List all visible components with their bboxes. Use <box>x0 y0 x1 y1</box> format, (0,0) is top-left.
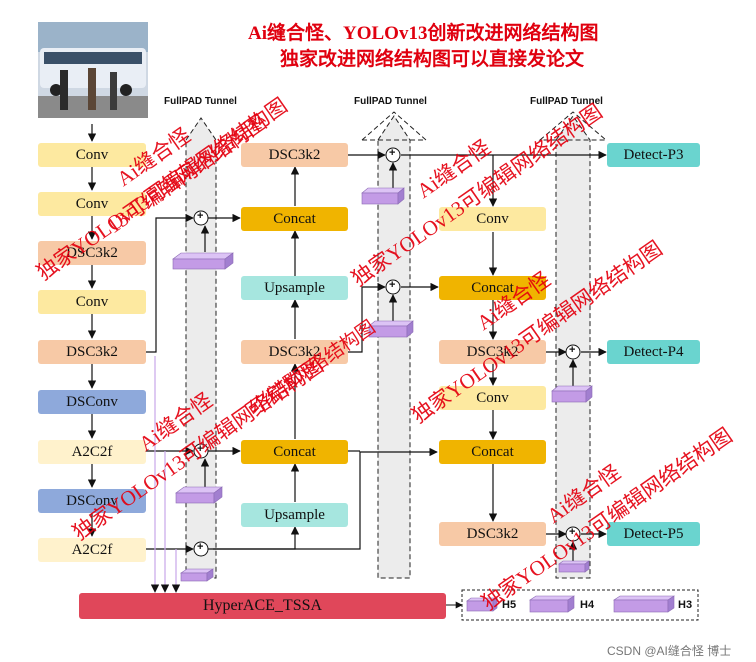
backbone-conv-1: Conv <box>38 143 146 167</box>
legend-h4: H4 <box>580 599 595 611</box>
backbone-dsconv-1: DSConv <box>38 390 146 414</box>
add-symbol-5: + <box>389 279 396 291</box>
legend-h5: H5 <box>502 599 517 611</box>
title-line-2: 独家改进网络结构图可以直接发论文 <box>280 49 585 70</box>
backbone-dsc3k2-1: DSC3k2 <box>38 241 146 265</box>
neck1-concat-bottom: Concat <box>241 440 348 464</box>
backbone-a2c2f-2: A2C2f <box>38 538 146 562</box>
neck2-dsc3k2-mid: DSC3k2 <box>439 340 546 364</box>
add-symbol-3: + <box>197 541 204 553</box>
hyperace-tssa: HyperACE_TSSA <box>79 593 446 619</box>
add-symbol-4: + <box>389 147 396 159</box>
hyperace-feed-lines <box>150 356 181 593</box>
bus-street-photo-icon <box>38 22 148 118</box>
backbone-a2c2f-1: A2C2f <box>38 440 146 464</box>
neck1-concat-top: Concat <box>241 207 348 231</box>
backbone-conv-3: Conv <box>38 290 146 314</box>
title-line-1: Ai缝合怪、YOLOv13创新改进网络结构图 <box>248 23 599 44</box>
neck-col1-arrows <box>213 150 438 550</box>
detect-p5: Detect-P5 <box>607 522 700 546</box>
neck2-conv-mid: Conv <box>439 386 546 410</box>
backbone-dsconv-2: DSConv <box>38 489 146 513</box>
backbone-conv-2: Conv <box>38 192 146 216</box>
legend-h3: H3 <box>678 599 693 611</box>
csdn-footer: CSDN @AI缝合怪 博士 <box>607 644 732 658</box>
tunnel-label-2: FullPAD Tunnel <box>354 96 427 107</box>
neck2-conv-top: Conv <box>439 207 546 231</box>
neck1-upsample-top: Upsample <box>241 276 348 300</box>
add-symbol-1: + <box>197 210 204 222</box>
neck2-concat-top: Concat <box>439 276 546 300</box>
neck1-dsc3k2-top: DSC3k2 <box>241 143 348 167</box>
neck2-concat-bottom: Concat <box>439 440 546 464</box>
detect-p3: Detect-P3 <box>607 143 700 167</box>
neck1-dsc3k2-mid: DSC3k2 <box>241 340 348 364</box>
add-symbol-2: + <box>197 443 204 455</box>
purple-feed-arrows <box>200 162 578 562</box>
tunnel2-outputs <box>401 150 607 539</box>
purple-blocks <box>172 187 675 613</box>
add-symbol-7: + <box>569 526 576 538</box>
detect-p4: Detect-P4 <box>607 340 700 364</box>
neck2-dsc3k2-bottom: DSC3k2 <box>439 522 546 546</box>
backbone-dsc3k2-2: DSC3k2 <box>38 340 146 364</box>
add-nodes <box>193 147 581 557</box>
hyper-legend-box <box>461 589 699 621</box>
tunnel-label-1: FullPAD Tunnel <box>164 96 237 107</box>
tunnel-label-3: FullPAD Tunnel <box>530 96 603 107</box>
neck1-upsample-bottom: Upsample <box>241 503 348 527</box>
add-symbol-6: + <box>569 344 576 356</box>
tunnel-2 <box>360 111 428 579</box>
